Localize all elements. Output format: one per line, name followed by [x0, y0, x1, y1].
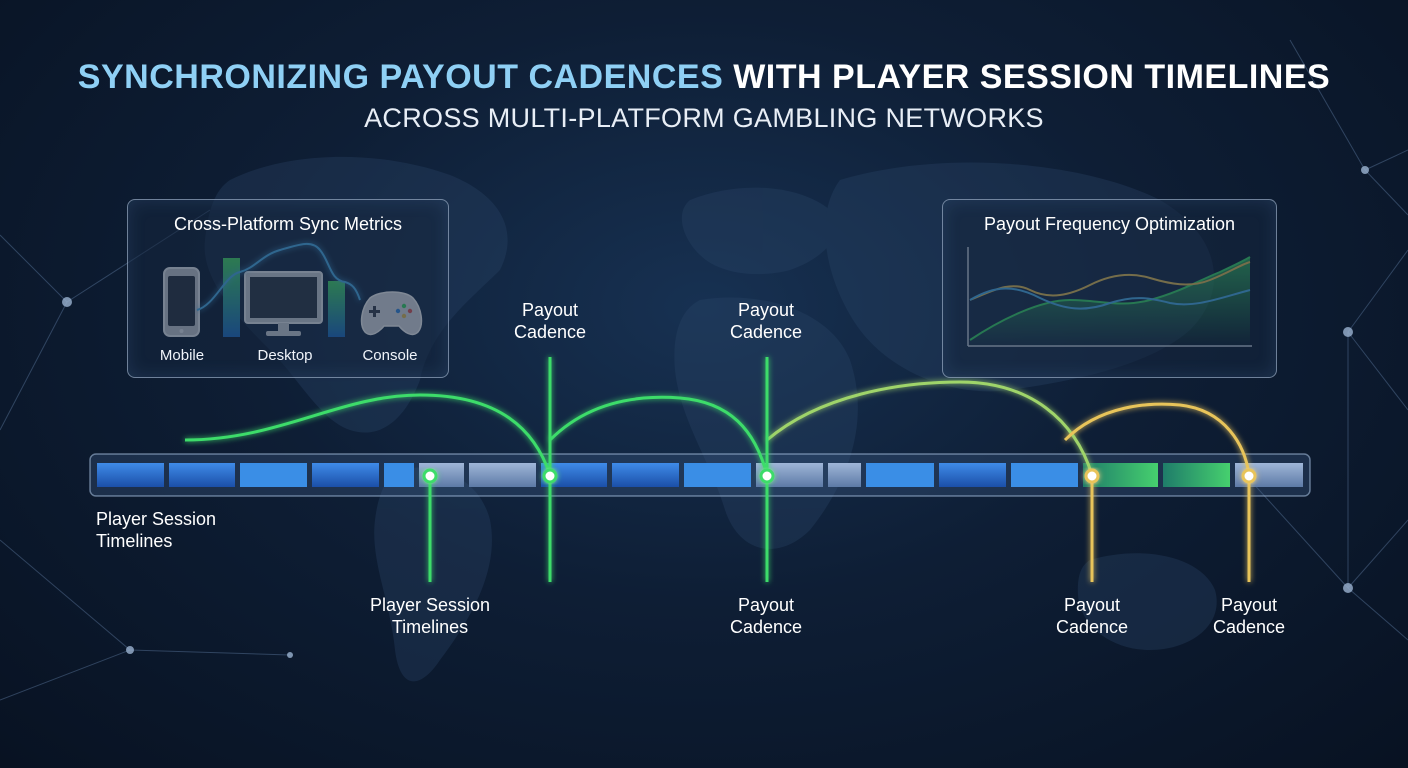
sync-metrics-panel: Cross-Platform Sync Metrics Mobile Deskt…: [127, 199, 449, 378]
payout-frequency-panel: Payout Frequency Optimization: [942, 199, 1277, 378]
timeline-segment: [828, 463, 861, 487]
device-label-mobile: Mobile: [159, 347, 205, 364]
timeline-segments: [97, 463, 1303, 487]
timeline-segment: [312, 463, 379, 487]
timeline-segment: [384, 463, 414, 487]
label-payout-cadence-bottom-2: Payout Cadence: [729, 595, 803, 637]
sync-panel-title: Cross-Platform Sync Metrics: [173, 214, 403, 234]
device-label-desktop: Desktop: [257, 347, 313, 364]
page-title: SYNCHRONIZING PAYOUT CADENCES WITH PLAYE…: [0, 58, 1408, 97]
timeline-segment: [1011, 463, 1078, 487]
device-label-console: Console: [362, 347, 418, 364]
arc-green-1: [184, 393, 552, 476]
timeline-left-label: Player Session Timelines: [96, 509, 217, 551]
title-rest: WITH PLAYER SESSION TIMELINES: [733, 58, 1331, 96]
title-highlight: SYNCHRONIZING PAYOUT CADENCES: [77, 58, 724, 96]
marker-node-4: [1084, 468, 1100, 484]
label-player-session-bottom: Player Session Timelines: [369, 595, 491, 637]
network-nodes: [62, 166, 1369, 658]
timeline-segment: [97, 463, 164, 487]
timeline-segment: [939, 463, 1006, 487]
timeline-segment: [684, 463, 751, 487]
cadence-arcs: [184, 380, 1251, 476]
network-lines: [0, 39, 1408, 701]
marker-node-5: [1241, 468, 1257, 484]
arc-green-2: [548, 395, 769, 476]
arc-green-yellow: [766, 380, 1094, 476]
marker-node-3: [759, 468, 775, 484]
marker-nodes: [422, 468, 1257, 484]
marker-node-2: [542, 468, 558, 484]
frequency-panel-title: Payout Frequency Optimization: [983, 214, 1236, 234]
timeline-segment: [1163, 463, 1230, 487]
page-subtitle: ACROSS MULTI-PLATFORM GAMBLING NETWORKS: [364, 103, 1044, 133]
label-payout-cadence-top-2: Payout Cadence: [729, 300, 803, 342]
label-payout-cadence-bottom-3: Payout Cadence: [1055, 595, 1129, 637]
label-payout-cadence-top-1: Payout Cadence: [513, 300, 587, 342]
timeline-segment: [469, 463, 536, 487]
marker-node-1: [422, 468, 438, 484]
timeline-segment: [612, 463, 679, 487]
timeline-segment: [240, 463, 307, 487]
label-payout-cadence-bottom-4: Payout Cadence: [1212, 595, 1286, 637]
arc-yellow: [1063, 402, 1251, 476]
timeline-segment: [866, 463, 934, 487]
timeline-segment: [169, 463, 235, 487]
